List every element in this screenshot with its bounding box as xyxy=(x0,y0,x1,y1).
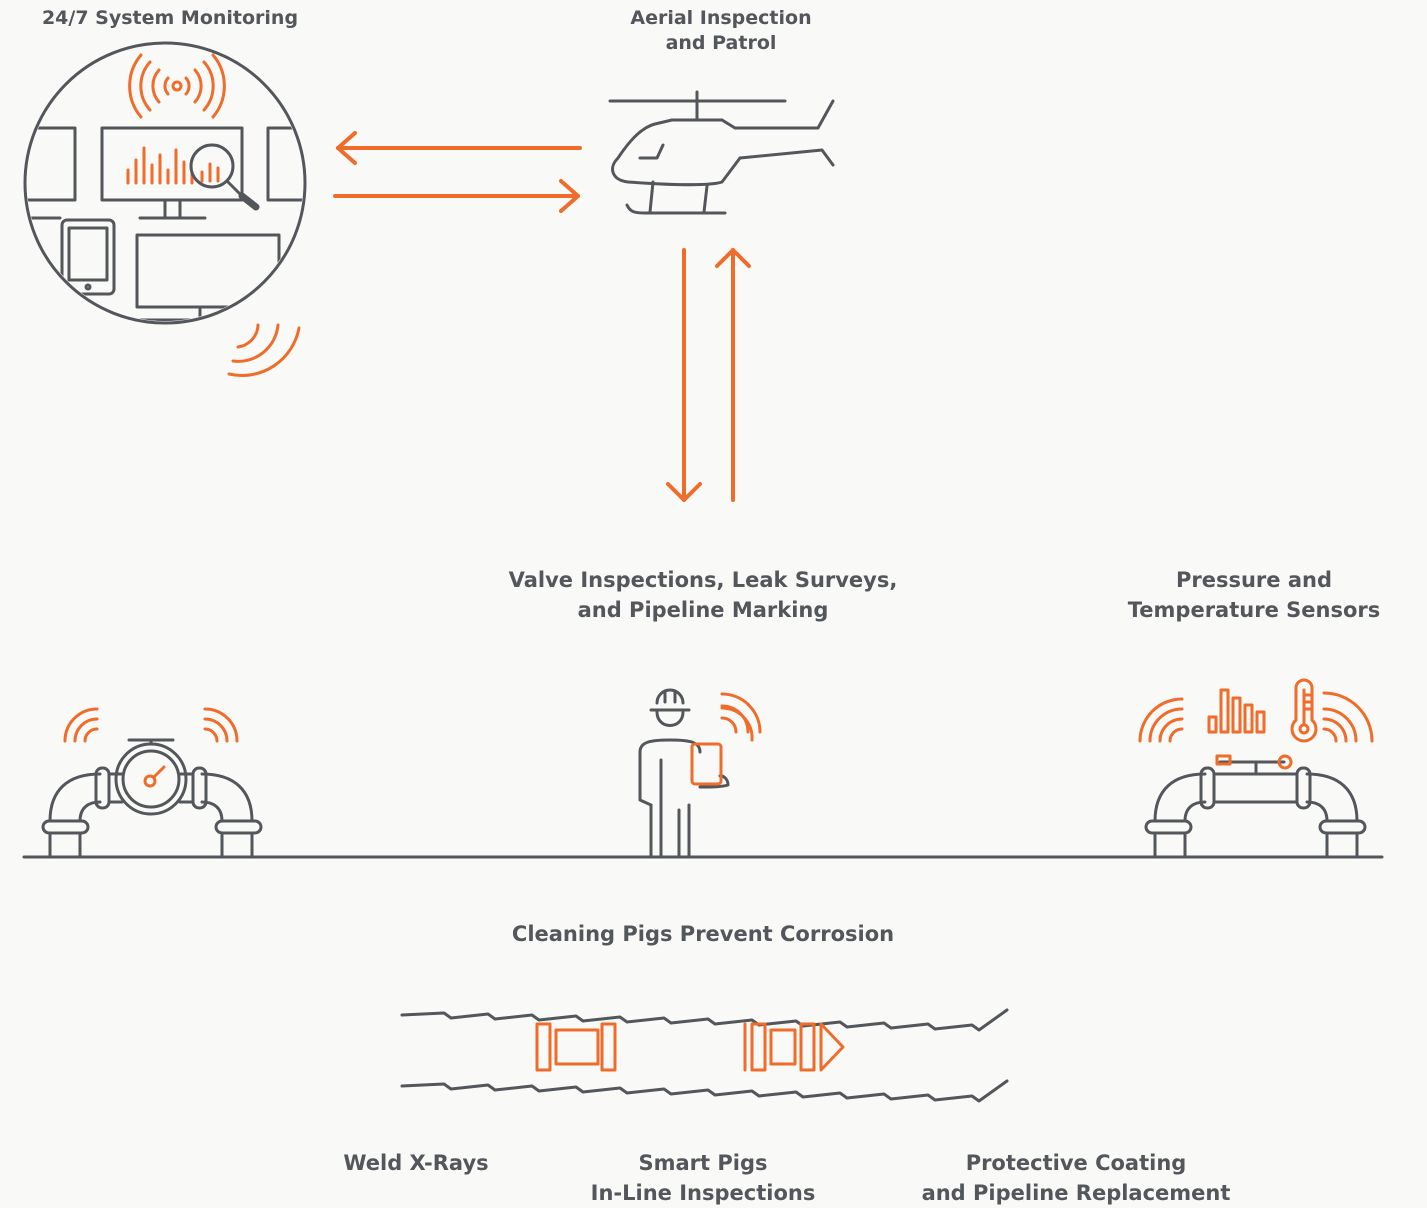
pipeline-section xyxy=(400,1008,1009,1103)
arrow-to-monitoring xyxy=(336,131,582,165)
label-system-monitoring: 24/7 System Monitoring xyxy=(41,7,299,29)
label-weld-xrays: Weld X-Rays xyxy=(343,1151,489,1175)
label-valve-inspections: Valve Inspections, Leak Surveys,and Pipe… xyxy=(508,568,898,622)
arrow-down-to-ground xyxy=(666,248,702,502)
sensor-pipe-icon xyxy=(1138,678,1374,859)
arrow-up-to-helicopter xyxy=(715,248,751,502)
label-cleaning-pigs: Cleaning Pigs Prevent Corrosion xyxy=(511,922,895,946)
monitoring-screens-icon xyxy=(23,41,307,377)
cleaning-pig-icon xyxy=(535,1022,617,1072)
helicopter-icon xyxy=(608,90,835,215)
inspector-icon xyxy=(638,688,762,859)
arrow-to-helicopter xyxy=(333,179,580,213)
valve-icon xyxy=(41,707,263,859)
smart-pig-icon xyxy=(743,1022,845,1072)
